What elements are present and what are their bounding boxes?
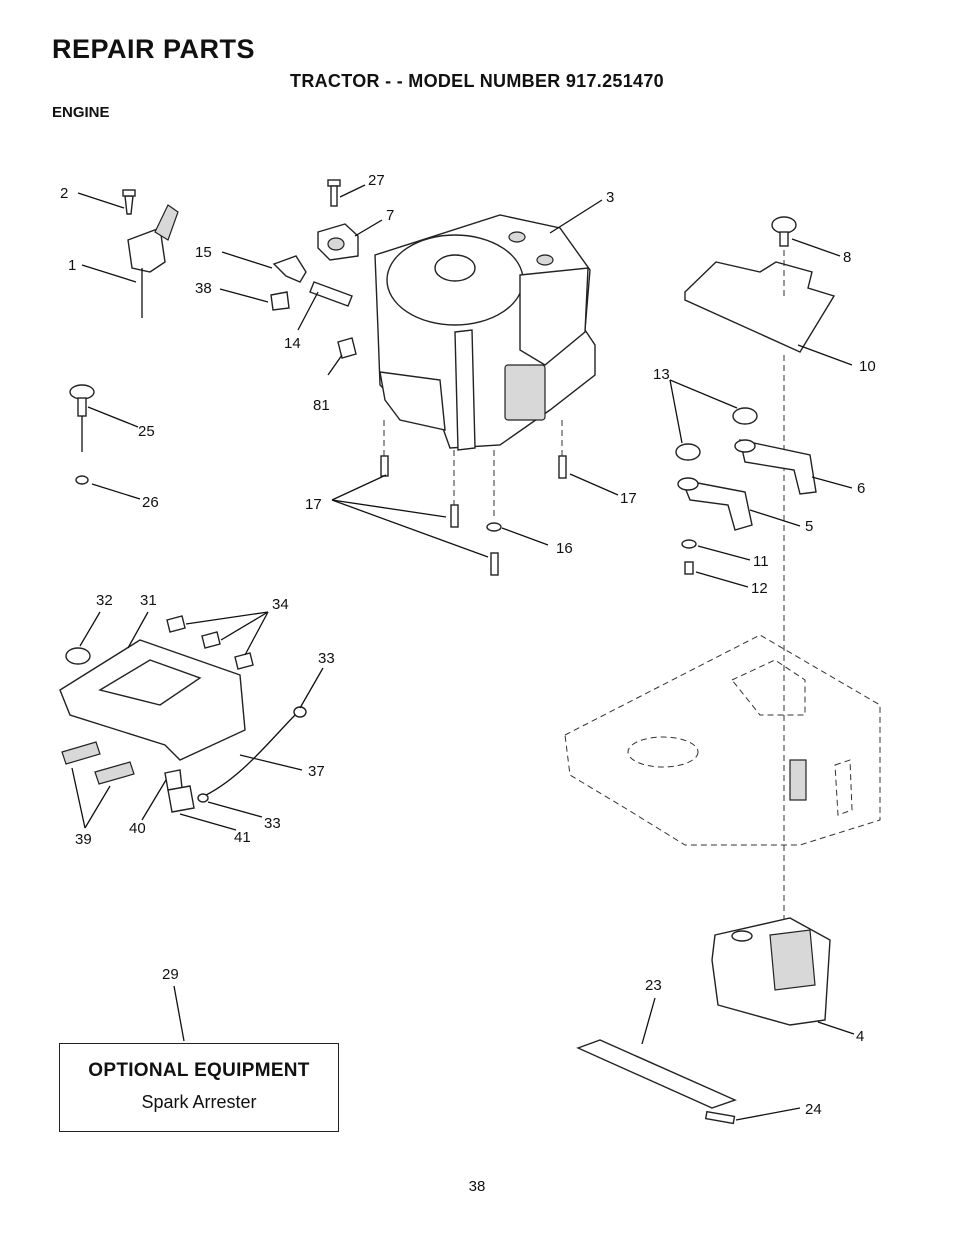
- tractor-frame: [564, 634, 881, 846]
- callout-13: 13: [653, 366, 670, 383]
- throttle-control-part: [122, 189, 179, 318]
- callout-38: 38: [195, 280, 212, 297]
- callout-24: 24: [805, 1101, 822, 1118]
- optional-equipment-box: OPTIONAL EQUIPMENT Spark Arrester: [59, 1043, 339, 1132]
- heat-shield-plate: [684, 216, 836, 353]
- engine-part: [374, 214, 596, 451]
- callout-33-top: 33: [318, 650, 335, 667]
- callout-39: 39: [75, 831, 92, 848]
- callout-8: 8: [843, 249, 851, 266]
- callout-32: 32: [96, 592, 113, 609]
- page-number: 38: [468, 1178, 486, 1195]
- callout-6: 6: [857, 480, 865, 497]
- mounting-bolts: [380, 455, 567, 576]
- callout-34: 34: [272, 596, 289, 613]
- callout-40: 40: [129, 820, 146, 837]
- callout-23: 23: [645, 977, 662, 994]
- callout-3: 3: [606, 189, 614, 206]
- callout-37: 37: [308, 763, 325, 780]
- callout-12: 12: [751, 580, 768, 597]
- callout-41: 41: [234, 829, 251, 846]
- optional-equipment-heading: OPTIONAL EQUIPMENT: [88, 1060, 310, 1081]
- clamp-part: [317, 179, 359, 261]
- callout-16: 16: [556, 540, 573, 557]
- callout-15: 15: [195, 244, 212, 261]
- callout-17-left: 17: [305, 496, 322, 513]
- callout-25: 25: [138, 423, 155, 440]
- muffler-part: [711, 917, 831, 1026]
- exhaust-pipes: [675, 407, 817, 575]
- callout-29: 29: [162, 966, 179, 983]
- callout-1: 1: [68, 257, 76, 274]
- callout-33-bottom: 33: [264, 815, 281, 832]
- callout-2: 2: [60, 185, 68, 202]
- oil-fill-cap: [69, 384, 95, 485]
- callout-10: 10: [859, 358, 876, 375]
- spark-arrester-screen: [576, 1039, 737, 1125]
- callout-7: 7: [386, 207, 394, 224]
- callout-27: 27: [368, 172, 385, 189]
- model-subtitle: TRACTOR - - MODEL NUMBER 917.251470: [290, 71, 664, 91]
- callout-17-right: 17: [620, 490, 637, 507]
- fuel-fittings: [270, 255, 357, 359]
- spark-arrester-label: Spark Arrester: [141, 1092, 257, 1112]
- callout-81: 81: [313, 397, 330, 414]
- section-heading: ENGINE: [52, 104, 110, 121]
- callout-14: 14: [284, 335, 301, 352]
- callout-11: 11: [753, 553, 769, 570]
- callout-4: 4: [856, 1028, 864, 1045]
- callout-31: 31: [140, 592, 157, 609]
- air-cleaner-assembly: [59, 615, 307, 813]
- callout-26: 26: [142, 494, 159, 511]
- callout-5: 5: [805, 518, 813, 535]
- page-title: REPAIR PARTS: [52, 34, 256, 64]
